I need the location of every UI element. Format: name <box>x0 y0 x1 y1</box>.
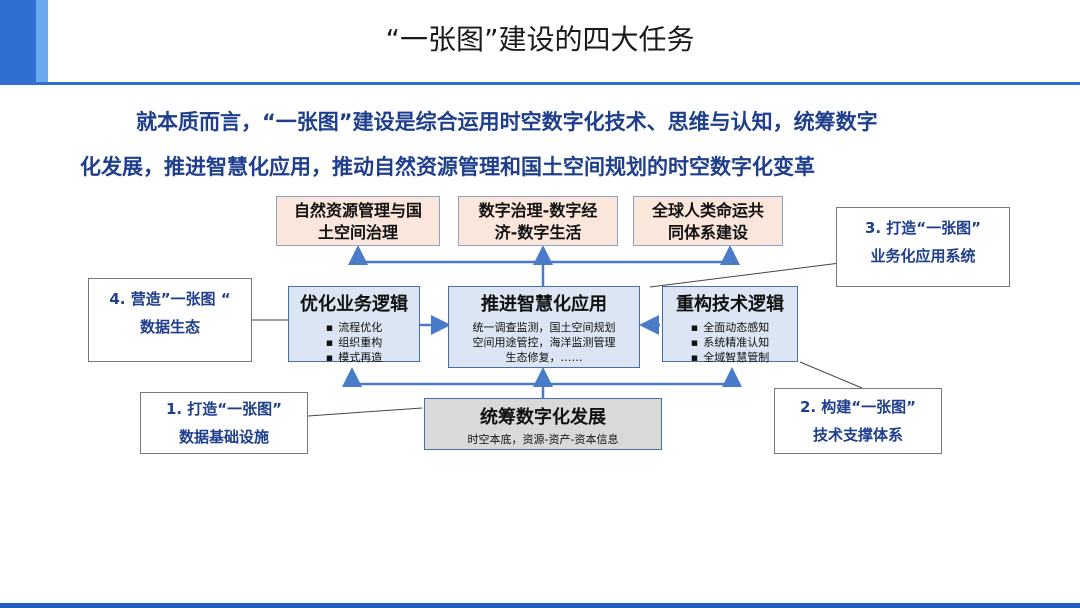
leader-business <box>649 261 849 288</box>
goal-line: 济-数字生活 <box>494 223 582 242</box>
rebuild-tech-logic-box: 重构技术逻辑 全面动态感知 系统精准认知 全域智慧管制 <box>662 286 798 365</box>
callout-data-ecology: 4. 营造”一张图 “ 数据生态 <box>88 278 252 362</box>
digital-title: 统筹数字化发展 <box>480 407 606 428</box>
callout-data-infrastructure: 1. 打造“一张图” 数据基础设施 <box>140 392 308 454</box>
smart-line: 生态修复，…… <box>505 351 583 364</box>
goal-line: 数字治理-数字经 <box>478 201 598 220</box>
list-item: 系统精准认知 <box>663 335 797 350</box>
goal-line: 同体系建设 <box>667 223 748 242</box>
intro-paragraph: 就本质而言，“一张图”建设是综合运用时空数字化技术、思维与认知，统筹数字 化发展… <box>80 100 1040 190</box>
optimize-list: 流程优化 组织重构 模式再造 <box>289 320 419 365</box>
list-item: 组织重构 <box>289 335 419 350</box>
leader-infrastructure <box>307 407 423 417</box>
callout-tech-support: 2. 构建“一张图” 技术支撑体系 <box>774 388 942 454</box>
callout-line: 技术支撑体系 <box>812 426 903 444</box>
rebuild-title: 重构技术逻辑 <box>676 294 784 315</box>
goal-line: 土空间治理 <box>317 223 398 242</box>
goal-box-digital-governance: 数字治理-数字经 济-数字生活 <box>458 196 618 246</box>
smart-application-box: 推进智慧化应用 统一调查监测，国土空间规划 空间用途管控，海洋监测管理 生态修复… <box>448 286 640 368</box>
header-divider <box>0 82 1080 85</box>
goal-line: 全球人类命运共 <box>651 201 764 220</box>
smart-title: 推进智慧化应用 <box>481 294 607 315</box>
intro-line-1: 就本质而言，“一张图”建设是综合运用时空数字化技术、思维与认知，统筹数字 <box>136 110 878 134</box>
footer-divider <box>0 603 1080 608</box>
list-item: 全域智慧管制 <box>663 350 797 365</box>
digital-subtitle: 时空本底，资源-资产-资本信息 <box>467 433 619 446</box>
goal-line: 自然资源管理与国 <box>293 201 422 220</box>
digital-development-box: 统筹数字化发展 时空本底，资源-资产-资本信息 <box>424 398 662 450</box>
callout-line: 数据生态 <box>139 318 200 336</box>
optimize-title: 优化业务逻辑 <box>300 294 408 315</box>
leader-tech <box>799 361 863 389</box>
callout-line: 3. 打造“一张图” <box>864 219 982 237</box>
intro-line-2: 化发展，推进智慧化应用，推动自然资源管理和国土空间规划的时空数字化变革 <box>80 155 815 179</box>
smart-line: 空间用途管控，海洋监测管理 <box>472 336 616 349</box>
callout-line: 业务化应用系统 <box>870 247 976 265</box>
callout-line: 2. 构建“一张图” <box>799 398 917 416</box>
callout-business-system: 3. 打造“一张图” 业务化应用系统 <box>836 207 1010 287</box>
smart-description: 统一调查监测，国土空间规划 空间用途管控，海洋监测管理 生态修复，…… <box>449 320 639 365</box>
accent-bar-inner <box>36 0 48 82</box>
callout-line: 数据基础设施 <box>178 428 269 446</box>
list-item: 流程优化 <box>289 320 419 335</box>
callout-line: 4. 营造”一张图 “ <box>109 290 231 308</box>
goal-box-global-community: 全球人类命运共 同体系建设 <box>633 196 783 246</box>
rebuild-list: 全面动态感知 系统精准认知 全域智慧管制 <box>663 320 797 365</box>
list-item: 全面动态感知 <box>663 320 797 335</box>
list-item: 模式再造 <box>289 350 419 365</box>
optimize-business-logic-box: 优化业务逻辑 流程优化 组织重构 模式再造 <box>288 286 420 365</box>
callout-line: 1. 打造“一张图” <box>165 400 283 418</box>
smart-line: 统一调查监测，国土空间规划 <box>472 321 616 334</box>
slide-title: “一张图”建设的四大任务 <box>385 23 695 56</box>
goal-box-governance: 自然资源管理与国 土空间治理 <box>276 196 440 246</box>
